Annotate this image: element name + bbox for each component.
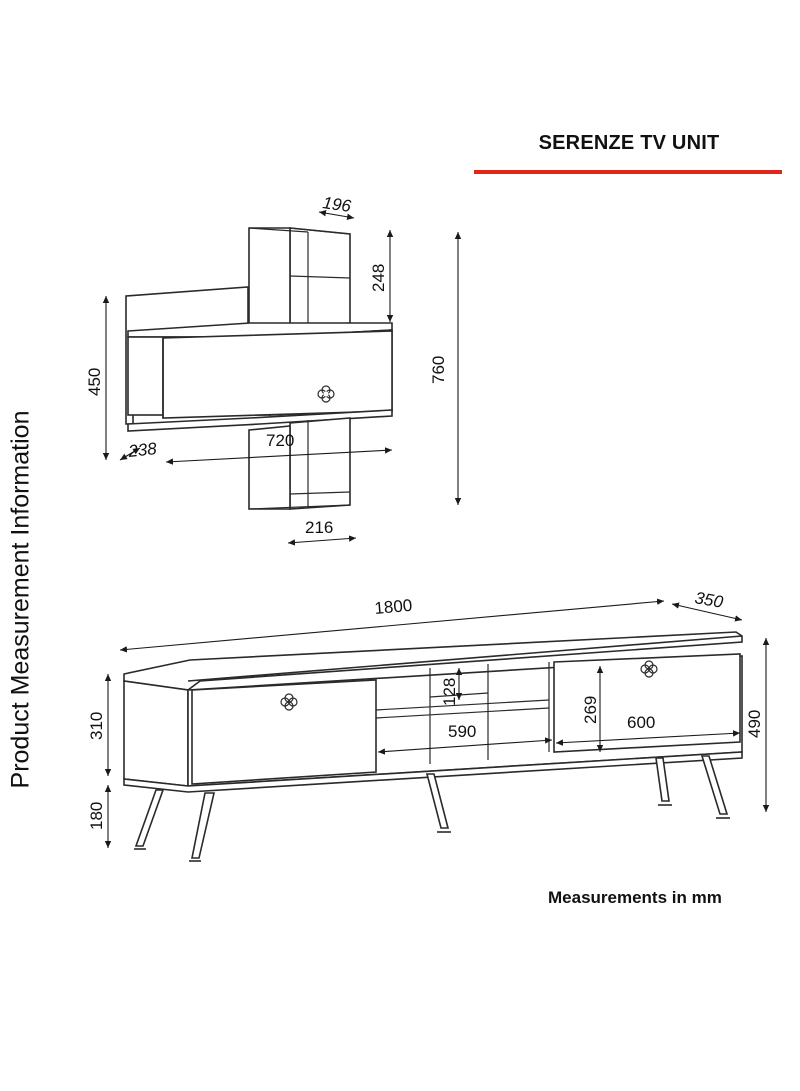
bottom-plank: [127, 409, 393, 432]
product-title: SERENZE TV UNIT: [538, 132, 720, 154]
wall-shelf-drawing: 196 248 760 450 238 720 216: [85, 193, 462, 546]
dim-line-350: [671, 602, 743, 622]
dim-label-720: 720: [266, 431, 294, 450]
dim-label-760: 760: [429, 356, 448, 384]
tv-unit-legs: [134, 755, 730, 862]
dim-label-180: 180: [87, 802, 106, 830]
leg: [134, 789, 165, 847]
dim-label-490: 490: [745, 710, 764, 738]
clover-handle-icon: [640, 660, 658, 678]
dim-label-1800: 1800: [374, 596, 413, 618]
clover-handle-icon: [317, 385, 335, 403]
dim-line-720: [165, 447, 393, 465]
dim-label-248: 248: [369, 264, 388, 292]
title-underline: [474, 170, 782, 174]
dim-label-216: 216: [305, 518, 333, 537]
dim-line-196: [318, 210, 355, 220]
lower-box-front: [248, 425, 291, 510]
upper-box-front: [248, 227, 291, 328]
dim-label-310: 310: [87, 712, 106, 740]
leg: [425, 773, 450, 829]
tv-unit-drawing: 1800 350 310 180 490 128 269 590 600: [87, 588, 770, 862]
lower-box-side: [289, 417, 351, 510]
dim-label-238: 238: [126, 439, 158, 461]
dim-label-450: 450: [85, 368, 104, 396]
leg: [655, 757, 670, 802]
left-door: [191, 679, 377, 785]
dim-label-350: 350: [693, 588, 725, 612]
clover-handle-icon: [280, 693, 298, 711]
dim-line-600: [555, 730, 741, 746]
dim-line-590: [377, 737, 553, 755]
dim-line-216: [287, 535, 357, 546]
dim-label-128: 128: [440, 678, 459, 706]
tv-unit-left-side: [123, 680, 189, 787]
dim-label-196: 196: [321, 193, 352, 216]
dim-label-269: 269: [581, 696, 600, 724]
dim-line-1800: [119, 598, 665, 653]
cabinet-door: [162, 330, 393, 419]
tv-unit-bottom: [123, 751, 743, 793]
dim-label-590: 590: [448, 722, 476, 741]
units-note: Measurements in mm: [548, 888, 722, 907]
dim-line-238: [119, 447, 141, 461]
dim-label-600: 600: [627, 713, 655, 732]
leg: [700, 755, 729, 815]
leg: [191, 792, 216, 859]
